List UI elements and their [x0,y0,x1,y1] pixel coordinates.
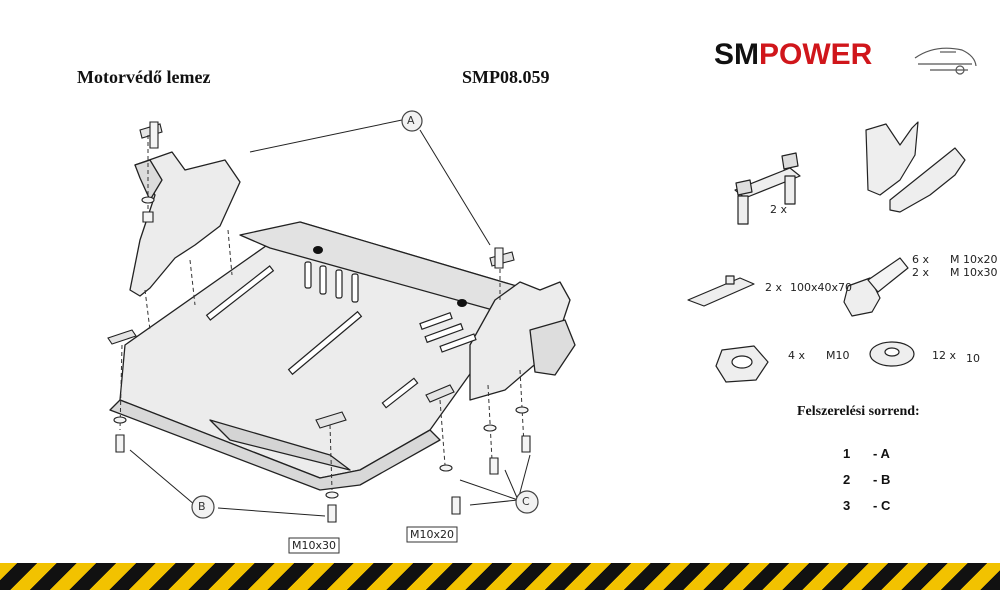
bolt-qty-1: 6 x [912,253,930,266]
installation-order-title: Felszerelési sorrend: [797,404,920,419]
plate-size: 100x40x70 [790,281,853,294]
order-step-number: 2 [843,472,851,487]
callout-a-circle [401,110,423,132]
bolt-label-right-box [406,526,458,543]
callout-a: A [407,114,415,127]
bolt-qty-2: 2 x [912,266,930,279]
nut-qty: 4 x [788,349,806,362]
part-code: SMP08.059 [462,67,550,87]
order-step: 1 - A [843,446,890,472]
installation-order-list: 1 - A 2 - B 3 - C [843,446,890,524]
order-step-label: - C [873,498,891,513]
callout-c: C [522,495,530,508]
bolt-label-left-box [288,537,340,554]
flat-plate [687,277,755,307]
bolt-size-1: M 10x20 [950,253,998,266]
logo-sm: SM [714,38,759,71]
logo-power: POWER [759,38,873,71]
washer-size: 10 [966,352,980,365]
bolt-label-m10x30: M10x30 [292,539,336,552]
nut-size: M10 [826,349,850,362]
washer-qty: 12 x [932,349,957,362]
bolt-label-m10x20: M10x20 [410,528,454,541]
callout-b-circle [191,495,215,519]
plate-qty: 2 x [765,281,783,294]
mount-brackets [865,121,919,196]
callout-c-circle [515,490,539,514]
order-step-number: 3 [843,498,851,513]
callout-b: B [198,500,206,513]
diagram-title: Motorvédő lemez [77,67,211,87]
smpower-logo: SMPOWER [714,38,872,72]
bracket-qty: 2 x [770,203,788,216]
order-step: 3 - C [843,498,890,524]
order-step: 2 - B [843,472,890,498]
right-bracket [469,281,571,401]
order-step-label: - B [873,472,891,487]
order-step-number: 1 [843,446,851,461]
order-step-label: - A [873,446,890,461]
hazard-stripe-footer [0,563,1000,590]
bolt-size-2: M 10x30 [950,266,998,279]
